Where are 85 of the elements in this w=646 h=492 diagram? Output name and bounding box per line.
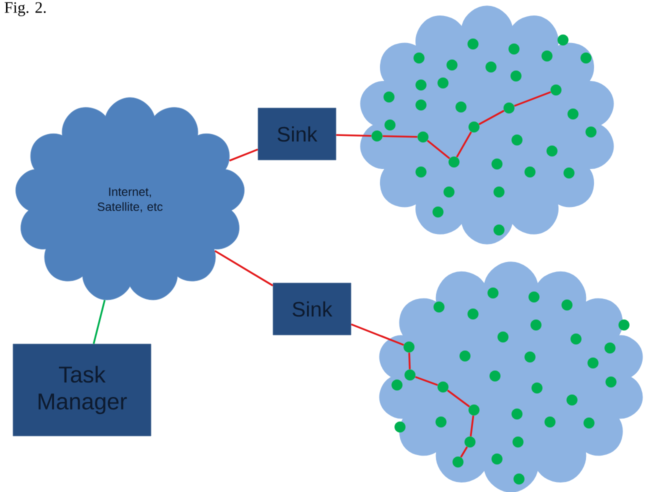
- sensor-dot: [550, 84, 562, 96]
- sensor-dot: [570, 334, 582, 344]
- sensor-dot: [490, 370, 500, 382]
- sensor-dot: [512, 134, 522, 146]
- sensor-dot: [436, 416, 446, 428]
- link-line: [460, 446, 468, 458]
- link-line: [229, 148, 258, 162]
- link-line: [336, 134, 372, 137]
- figure-label: Fig. 2.: [4, 2, 46, 16]
- sensor-dot: [510, 70, 522, 82]
- link-line: [447, 390, 470, 408]
- sensor-dot: [488, 288, 498, 298]
- sensor-dot: [528, 292, 540, 302]
- sensor-dot: [414, 52, 424, 64]
- sensor-dot: [562, 300, 572, 310]
- sensor-dot: [416, 80, 426, 90]
- sensor-dot: [468, 122, 480, 132]
- sensor-dot: [460, 350, 470, 362]
- sensor-dot: [432, 206, 444, 218]
- sensor-dot: [404, 342, 414, 352]
- link-line: [478, 110, 504, 126]
- sensor-dot: [372, 130, 382, 142]
- sensor-dot: [416, 166, 426, 178]
- sensor-dot: [532, 382, 542, 394]
- sensor-dot: [524, 352, 536, 362]
- sensor-dot: [392, 380, 402, 390]
- sensor-dot: [566, 394, 578, 406]
- sensor-dot: [618, 320, 630, 330]
- sensor-dot: [498, 332, 508, 342]
- sensor-dot: [504, 102, 514, 114]
- sensor-dot: [512, 408, 522, 420]
- sensor-dot: [544, 416, 556, 428]
- sensor-dot: [606, 376, 616, 388]
- link-line: [382, 135, 418, 138]
- sensor-dot: [542, 50, 552, 62]
- sensor-dot: [468, 38, 478, 50]
- sink-box: Sink: [272, 282, 352, 336]
- link-line: [92, 300, 106, 344]
- sensor-dot: [514, 474, 524, 484]
- sensor-dot: [456, 102, 466, 112]
- sensor-dot: [558, 34, 568, 46]
- sensor-dot: [568, 108, 578, 120]
- link-line: [514, 91, 551, 107]
- sensor-dot: [384, 120, 396, 130]
- sensor-dot: [588, 358, 598, 368]
- sensor-dot: [564, 168, 574, 178]
- cloud: Internet, Satellite, etc: [15, 97, 245, 300]
- sensor-dot: [524, 166, 536, 178]
- sensor-dot: [444, 186, 454, 198]
- sensor-dot: [438, 382, 448, 392]
- sensor-dot: [384, 92, 394, 102]
- sensor-dot: [494, 224, 504, 236]
- sensor-dot: [446, 60, 458, 70]
- sensor-dot: [546, 146, 558, 156]
- sensor-dot: [580, 52, 592, 64]
- sensor-dot: [604, 342, 616, 354]
- sensor-dot: [508, 44, 520, 54]
- link-line: [214, 250, 274, 286]
- sensor-dot: [418, 132, 428, 142]
- sensor-dot: [404, 370, 416, 380]
- link-line: [350, 324, 404, 346]
- sensor-dot: [492, 158, 502, 170]
- sink-box: Sink: [258, 108, 336, 160]
- sensor-dot: [464, 436, 476, 448]
- link-line: [415, 376, 438, 386]
- sensor-dot: [468, 404, 480, 416]
- sensor-dot: [416, 100, 426, 110]
- sensor-dot: [486, 62, 496, 72]
- task-manager-box: Task Manager: [12, 344, 152, 436]
- sensor-dot: [512, 436, 524, 448]
- sensor-dot: [530, 320, 542, 330]
- link-line: [408, 352, 411, 370]
- sensor-dot: [586, 126, 596, 138]
- link-line: [456, 132, 472, 158]
- sensor-dot: [494, 186, 504, 198]
- link-line: [426, 140, 450, 160]
- sensor-dot: [492, 454, 502, 464]
- sensor-dot: [394, 422, 406, 432]
- sensor-dot: [448, 156, 460, 168]
- sensor-dot: [434, 302, 444, 312]
- sensor-dot: [584, 418, 594, 428]
- sensor-dot: [452, 456, 464, 468]
- sensor-dot: [468, 308, 478, 320]
- link-line: [470, 416, 474, 436]
- sensor-dot: [438, 78, 448, 88]
